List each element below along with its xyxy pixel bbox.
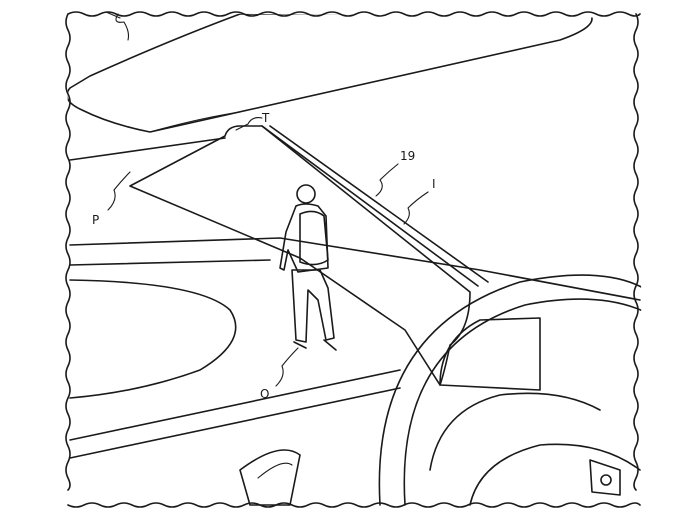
pedestrian-backpack xyxy=(299,210,329,266)
wheel-button xyxy=(589,459,621,496)
rearview-mirror xyxy=(66,13,593,133)
side-window-line xyxy=(69,137,226,161)
pedestrian-legs xyxy=(291,269,335,343)
pedestrian-feet xyxy=(293,339,337,351)
door-handle-inner xyxy=(257,462,293,479)
mirror-inner-edge xyxy=(149,111,241,133)
reference-leaders xyxy=(105,11,429,387)
pillar-edge-I xyxy=(269,125,489,283)
door-panel-curve xyxy=(69,279,237,399)
dashboard-line-2 xyxy=(69,259,271,266)
a-pillar-display xyxy=(129,125,471,386)
door-sill-2 xyxy=(69,387,401,459)
label-pedestrian-image: P xyxy=(92,213,99,227)
steering-wheel-inner xyxy=(403,298,642,506)
dashboard-top xyxy=(69,237,641,301)
pedestrian xyxy=(279,184,337,351)
steering-wheel-outer xyxy=(378,274,642,506)
door-sill xyxy=(69,369,401,441)
wheel-button-dot xyxy=(600,474,612,486)
wheel-hub xyxy=(469,443,641,506)
label-display: 19 xyxy=(400,149,415,163)
pillar-edge-19 xyxy=(261,125,479,287)
label-window: I xyxy=(432,177,436,191)
label-pillar: T xyxy=(261,111,270,125)
pedestrian-body xyxy=(279,203,329,273)
instrument-hood xyxy=(439,317,541,391)
label-object: O xyxy=(260,387,269,401)
pedestrian-head xyxy=(296,184,316,204)
door-handle xyxy=(239,449,301,506)
break-line-border xyxy=(65,11,641,508)
wheel-spoke xyxy=(429,392,601,471)
